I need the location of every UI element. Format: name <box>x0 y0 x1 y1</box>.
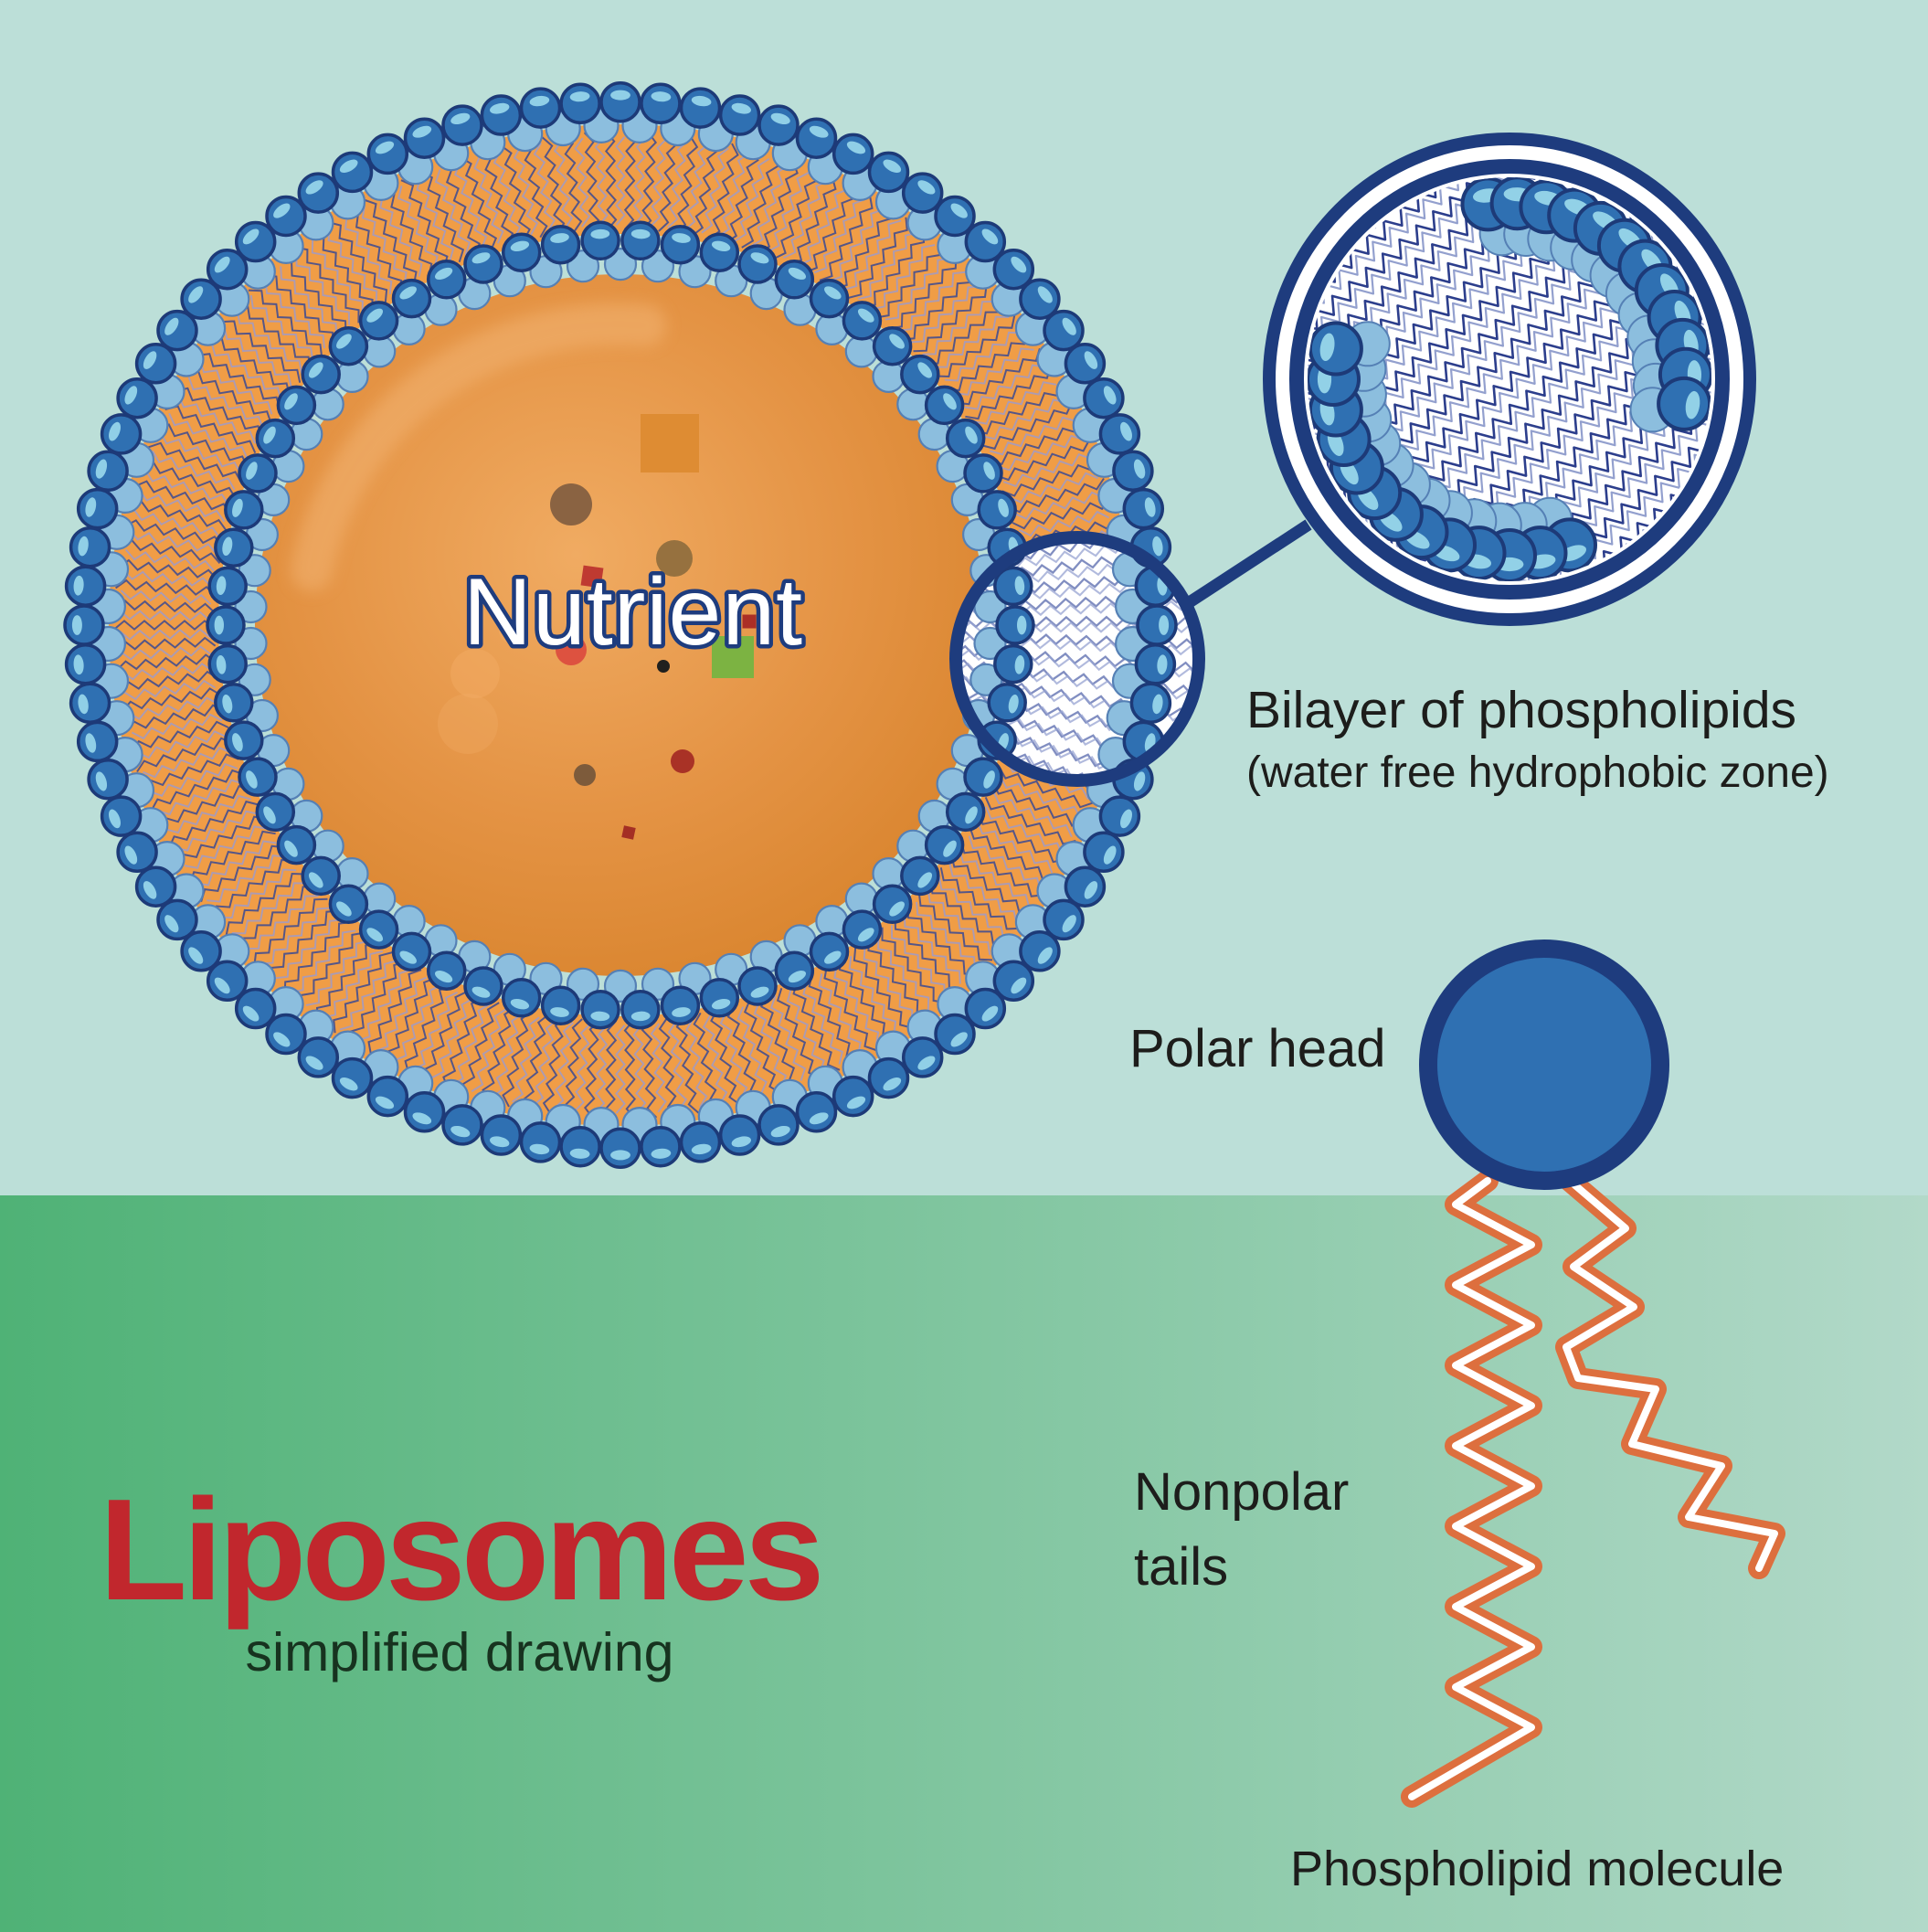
particle <box>556 634 587 665</box>
particle <box>712 636 754 678</box>
particle <box>742 614 757 629</box>
phospholipid-molecule <box>1401 939 1785 1808</box>
particle <box>550 483 592 525</box>
connector-line <box>1179 519 1312 612</box>
nonpolar-tails-label-line2: tails <box>1134 1537 1229 1598</box>
particle <box>580 565 604 589</box>
membrane-tails-texture <box>113 131 1128 1120</box>
particle <box>656 540 693 577</box>
interior-highlight <box>291 303 666 591</box>
bilayer-label-line2: (water free hydrophobic zone) <box>1246 748 1829 798</box>
polar-head-label: Polar head <box>1129 1019 1386 1078</box>
particle <box>621 825 636 840</box>
particle <box>641 414 699 472</box>
liposome <box>63 80 1205 1170</box>
particle <box>657 660 670 673</box>
head-ring-outer-dark <box>63 80 1178 1170</box>
nonpolar-tail-core-2 <box>1563 1177 1778 1572</box>
bilayer-label-line1: Bilayer of phospholipids <box>1246 681 1797 739</box>
nonpolar-tail-core-1 <box>1408 1177 1535 1800</box>
particle <box>671 749 694 773</box>
nutrient-label: Nutrient <box>463 559 803 665</box>
bilayer-label: Bilayer of phospholipids (water free hyd… <box>1246 680 1829 799</box>
title-block: Liposomes simplified drawing <box>80 1470 839 1683</box>
bilayer-zoom-circle <box>1263 133 1756 626</box>
nonpolar-tails-label-line1: Nonpolar <box>1134 1462 1350 1522</box>
magnifier-ring <box>949 531 1205 787</box>
particle <box>574 764 596 786</box>
particle <box>450 649 500 698</box>
polar-head-circle <box>1419 939 1669 1190</box>
head-ring-inner-dark <box>206 220 1035 1030</box>
page-subtitle: simplified drawing <box>245 1621 674 1683</box>
particle <box>499 618 524 643</box>
phospholipid-molecule-label: Phospholipid molecule <box>1290 1842 1785 1896</box>
nonpolar-tails-label: Nonpolar tails <box>1134 1455 1349 1606</box>
page-title: Liposomes <box>99 1470 824 1630</box>
liposome-interior <box>255 274 986 976</box>
zoom-head-arc <box>1308 321 1597 581</box>
zoom-head-arc <box>1460 177 1711 433</box>
nutrient-particles <box>438 414 757 840</box>
particle <box>438 694 498 754</box>
head-ring-inner-light <box>234 248 1007 1003</box>
phospholipid-heads <box>63 80 1178 1170</box>
